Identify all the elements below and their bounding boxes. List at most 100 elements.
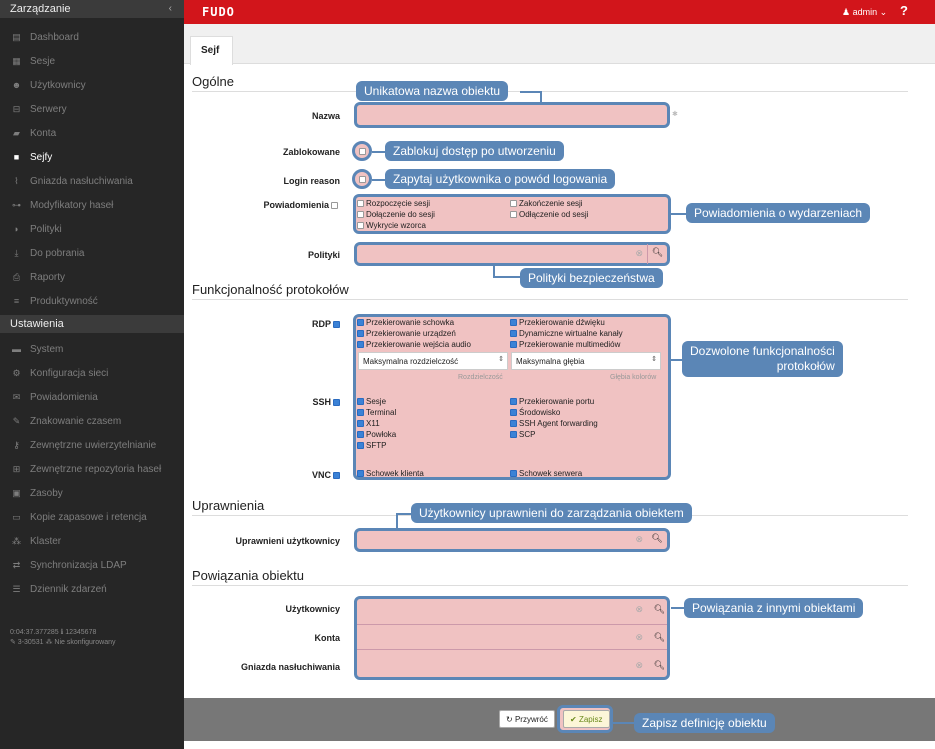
search-icon[interactable]: 🔍︎ (653, 660, 665, 670)
option-checkbox[interactable]: Środowisko (510, 408, 560, 417)
envelope-icon: ✉ (12, 392, 21, 402)
users-field[interactable]: ⊗ 🔍︎ (357, 599, 667, 625)
checkbox[interactable] (357, 211, 364, 218)
search-icon[interactable]: 🔍︎ (651, 533, 663, 543)
sidebar-item-folder[interactable]: ▬System (0, 339, 184, 359)
option-checkbox[interactable]: Przekierowanie wejścia audio (357, 340, 471, 349)
sidebar-item-download[interactable]: ⤓Do pobrania (0, 243, 184, 263)
sidebar-item-image[interactable]: ▣Zasoby (0, 483, 184, 503)
option-checkbox[interactable]: SCP (510, 430, 535, 439)
sidebar-item-film[interactable]: ▦Sesje (0, 51, 184, 71)
option-checkbox[interactable]: Przekierowanie dźwięku (510, 318, 605, 327)
clear-icon[interactable]: ⊗ (635, 604, 643, 614)
sidebar-item-exchange[interactable]: ⇄Synchronizacja LDAP (0, 555, 184, 575)
checkbox[interactable] (357, 330, 364, 337)
sidebar-item-cogs[interactable]: ⚙Konfiguracja sieci (0, 363, 184, 383)
required-icon: ✱ (672, 111, 678, 118)
option-checkbox[interactable]: Przekierowanie urządzeń (357, 329, 456, 338)
option-checkbox[interactable]: Terminal (357, 408, 396, 417)
option-checkbox[interactable]: Przekierowanie portu (510, 397, 594, 406)
listeners-field[interactable]: ⊗ 🔍︎ (357, 656, 667, 678)
tab-safe[interactable]: Sejf (190, 36, 233, 65)
max-depth-select[interactable]: Maksymalna głębia⇕ (511, 352, 661, 370)
option-checkbox[interactable]: Dołączenie do sesji (357, 210, 435, 219)
option-checkbox[interactable]: Sesje (357, 397, 386, 406)
search-icon[interactable]: 🔍︎ (653, 604, 665, 614)
checkbox[interactable] (357, 222, 364, 229)
sidebar-item-book[interactable]: ▰Konta (0, 123, 184, 143)
option-checkbox[interactable]: Powłoka (357, 430, 396, 439)
sidebar-item-sitemap[interactable]: ⊶Modyfikatory haseł (0, 195, 184, 215)
clear-icon[interactable]: ⊗ (635, 534, 643, 544)
option-checkbox[interactable]: Odłączenie od sesji (510, 210, 588, 219)
search-icon[interactable]: 🔍︎ (653, 632, 665, 642)
checkbox[interactable] (510, 398, 517, 405)
sidebar-item-chart[interactable]: ▤Dashboard (0, 27, 184, 47)
checkbox[interactable] (510, 341, 517, 348)
option-checkbox[interactable]: Dynamiczne wirtualne kanały (510, 329, 623, 338)
checkbox[interactable] (357, 341, 364, 348)
chevron-left-icon[interactable]: ‹ (168, 3, 172, 14)
sidebar-item-edit[interactable]: ✎Znakowanie czasem (0, 411, 184, 431)
checkbox[interactable] (357, 409, 364, 416)
sidebar-item-server[interactable]: ⊟Serwery (0, 99, 184, 119)
sidebar-item-safe[interactable]: ■Sejfy (0, 147, 184, 167)
save-button[interactable]: ✔ Zapisz (563, 710, 610, 728)
accounts-field[interactable]: ⊗ 🔍︎ (357, 628, 667, 650)
checkbox[interactable] (510, 200, 517, 207)
max-resolution-select[interactable]: Maksymalna rozdzielczość⇕ (358, 352, 508, 370)
option-checkbox[interactable]: SSH Agent forwarding (510, 419, 598, 428)
checkbox[interactable] (357, 442, 364, 449)
clear-icon[interactable]: ⊗ (635, 632, 643, 642)
divider (192, 585, 908, 586)
clear-icon[interactable]: ⊗ (635, 660, 643, 670)
sidebar-item-cluster[interactable]: ⁂Klaster (0, 531, 184, 551)
reset-button[interactable]: ↻ Przywróć (499, 710, 555, 728)
option-checkbox[interactable]: Przekierowanie multimediów (510, 340, 620, 349)
checkbox[interactable] (510, 431, 517, 438)
checkbox[interactable] (357, 398, 364, 405)
checkbox[interactable] (510, 420, 517, 427)
checkbox[interactable] (357, 420, 364, 427)
rdp-checkbox[interactable] (333, 321, 340, 328)
sidebar-item-hdd[interactable]: ▭Kopie zapasowe i retencja (0, 507, 184, 527)
allowed-users-field[interactable]: ⊗ 🔍︎ (354, 528, 670, 552)
checkbox[interactable] (357, 431, 364, 438)
vnc-checkbox[interactable] (333, 472, 340, 479)
sidebar-item-shield[interactable]: ◗Polityki (0, 219, 184, 239)
option-checkbox[interactable]: X11 (357, 419, 380, 428)
checkbox[interactable] (510, 409, 517, 416)
film-icon: ▦ (12, 56, 21, 66)
blocked-checkbox[interactable] (352, 141, 372, 161)
sidebar-item-list[interactable]: ≡Produktywność (0, 291, 184, 311)
sidebar-item-print[interactable]: ⎙Raporty (0, 267, 184, 287)
checkbox[interactable] (510, 211, 517, 218)
name-field[interactable] (359, 106, 665, 124)
notifications-all-checkbox[interactable] (331, 202, 338, 209)
checkbox[interactable] (510, 330, 517, 337)
option-checkbox[interactable]: Zakończenie sesji (510, 199, 583, 208)
search-icon[interactable]: 🔍︎ (647, 244, 667, 264)
checkbox[interactable] (357, 319, 364, 326)
clear-icon[interactable]: ⊗ (635, 248, 643, 258)
sidebar-item-envelope[interactable]: ✉Powiadomienia (0, 387, 184, 407)
user-menu[interactable]: ♟ admin ⌄ (842, 7, 887, 18)
sidebar-item-grid[interactable]: ⊞Zewnętrzne repozytoria haseł (0, 459, 184, 479)
resolution-hint: Rozdzielczość (458, 374, 503, 381)
vnc-client-clipboard[interactable]: Schowek klienta (357, 469, 424, 478)
option-checkbox[interactable]: SFTP (357, 441, 386, 450)
checkbox[interactable] (510, 319, 517, 326)
sidebar-item-rss[interactable]: ⌇Gniazda nasłuchiwania (0, 171, 184, 191)
ssh-checkbox[interactable] (333, 399, 340, 406)
sidebar-item-users[interactable]: ☻Użytkownicy (0, 75, 184, 95)
option-checkbox[interactable]: Rozpoczęcie sesji (357, 199, 430, 208)
option-checkbox[interactable]: Wykrycie wzorca (357, 221, 426, 230)
login-reason-checkbox[interactable] (352, 169, 372, 189)
sidebar-item-key[interactable]: ⚷Zewnętrzne uwierzytelnianie (0, 435, 184, 455)
vnc-server-clipboard[interactable]: Schowek serwera (510, 469, 582, 478)
help-icon[interactable]: ? (900, 3, 908, 18)
option-checkbox[interactable]: Przekierowanie schowka (357, 318, 454, 327)
sidebar-item-log[interactable]: ☰Dziennik zdarzeń (0, 579, 184, 599)
option-label: SCP (519, 430, 536, 439)
checkbox[interactable] (357, 200, 364, 207)
